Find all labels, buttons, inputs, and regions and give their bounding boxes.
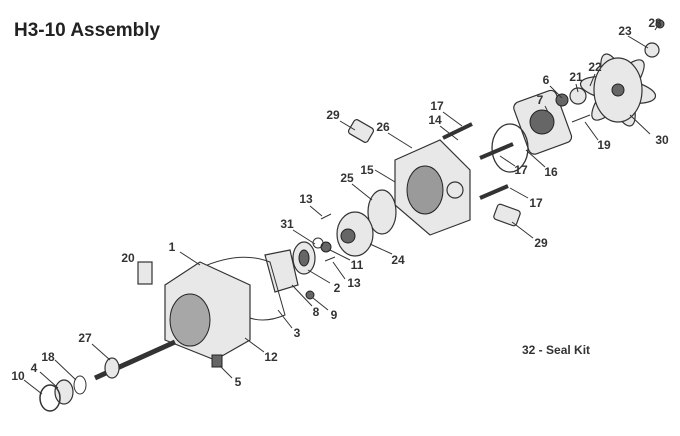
callout-19: 19	[597, 138, 611, 152]
callout-24: 24	[391, 253, 405, 267]
callout-7: 7	[537, 93, 544, 107]
callout-27: 27	[78, 331, 92, 345]
part-ring	[312, 237, 324, 249]
callout-29: 29	[534, 236, 548, 250]
callout-3: 3	[294, 326, 301, 340]
callout-5: 5	[235, 375, 242, 389]
callout-17: 17	[514, 163, 528, 177]
callout-labels: 28 23 6 21 22 7 17 14 29 26 19 30 16 15 …	[11, 16, 669, 389]
callout-29: 29	[326, 108, 340, 122]
callout-2: 2	[334, 281, 341, 295]
leader-lines	[23, 21, 661, 395]
callout-14: 14	[428, 113, 442, 127]
callout-26: 26	[376, 120, 390, 134]
callout-1: 1	[169, 240, 176, 254]
callout-9: 9	[331, 308, 338, 322]
part-center-section	[394, 139, 471, 236]
part-swashplate	[264, 249, 299, 293]
callout-22: 22	[588, 60, 602, 74]
callout-4: 4	[31, 361, 38, 375]
callout-8: 8	[313, 305, 320, 319]
callout-11: 11	[351, 258, 364, 272]
callout-13: 13	[299, 192, 313, 206]
callout-17: 17	[529, 196, 543, 210]
callout-10: 10	[11, 369, 25, 383]
callout-12: 12	[264, 350, 278, 364]
part-rear-cover	[513, 87, 591, 155]
part-cylinder-block	[336, 211, 374, 257]
part-housing	[164, 261, 251, 361]
part-fan	[579, 19, 665, 127]
part-valve-plate	[367, 189, 397, 235]
part-check-valve	[493, 203, 521, 227]
callout-31: 31	[280, 217, 294, 231]
seal-kit-label: 32 - Seal Kit	[522, 343, 591, 357]
part-bolts	[442, 122, 514, 200]
callout-28: 28	[648, 16, 662, 30]
part-label-20	[137, 261, 153, 285]
callout-20: 20	[121, 251, 135, 265]
callout-21: 21	[569, 70, 583, 84]
callout-23: 23	[618, 24, 632, 38]
callout-15: 15	[360, 163, 374, 177]
callout-6: 6	[543, 73, 550, 87]
part-oring	[491, 123, 529, 173]
diagram-title: H3-10 Assembly	[14, 20, 161, 41]
callout-25: 25	[340, 171, 354, 185]
callout-30: 30	[655, 133, 669, 147]
callout-13: 13	[347, 276, 361, 290]
callout-16: 16	[544, 165, 558, 179]
part-check-valve	[347, 119, 375, 143]
callout-18: 18	[41, 350, 55, 364]
callout-17: 17	[430, 99, 444, 113]
